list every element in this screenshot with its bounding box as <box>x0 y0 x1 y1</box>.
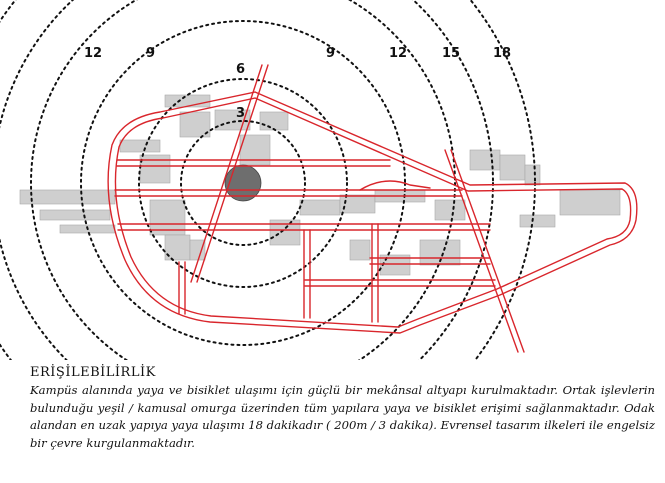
route-outer-loop <box>107 91 638 334</box>
ring-3-minutes <box>180 120 306 246</box>
ring-label-left-12: 12 <box>84 46 102 61</box>
campus-buildings <box>19 94 621 276</box>
ring-label-right-15: 15 <box>442 46 460 61</box>
caption: ERİŞİLEBİLİRLİK Kampüs alanında yaya ve … <box>30 365 655 452</box>
ring-18-minutes <box>0 0 536 360</box>
ring-label-right-9: 9 <box>326 46 335 61</box>
caption-body: Kampüs alanında yaya ve bisiklet ulaşımı… <box>30 383 655 450</box>
ring-6-minutes <box>138 78 348 288</box>
caption-title: ERİŞİLEBİLİRLİK <box>30 365 156 380</box>
ring-label-right-18: 18 <box>493 46 511 61</box>
ring-label-right-12: 12 <box>389 46 407 61</box>
ring-12-minutes <box>30 0 456 360</box>
accessibility-diagram: 12 9 6 3 9 12 15 18 <box>0 0 638 360</box>
central-hub <box>224 164 262 202</box>
circulation-routes <box>107 64 638 353</box>
ring-label-3: 3 <box>236 106 245 121</box>
ring-15-minutes <box>0 0 494 360</box>
ring-label-left-9: 9 <box>146 46 155 61</box>
ring-label-6: 6 <box>236 62 245 77</box>
